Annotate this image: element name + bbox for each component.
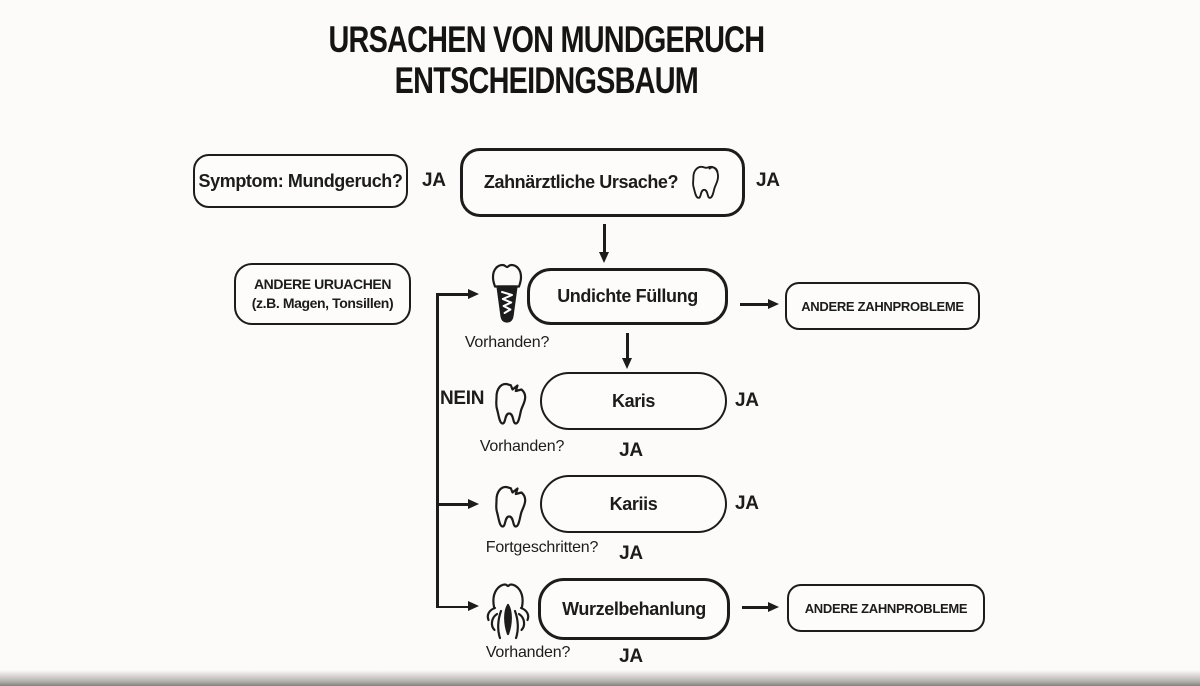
tooth-roots-icon <box>484 581 532 643</box>
edge-label-ja-7: JA <box>619 646 643 667</box>
edge-label-ja-1: JA <box>422 170 446 191</box>
dental-implant-icon <box>486 262 528 324</box>
branch-arrow-middle-head <box>468 499 479 509</box>
node-other-causes-line2: (z.B. Magen, Tonsillen) <box>251 295 394 311</box>
branch-arrow-bottom-head <box>468 601 479 611</box>
arrow-filling-to-caries-head <box>622 358 632 369</box>
title-line-2: ENTSCHEIDNGSBAUM <box>394 59 698 101</box>
edge-label-ja-5: JA <box>735 493 759 514</box>
arrow-filling-to-caries-line <box>626 333 629 358</box>
node-dental-cause: Zahnärztliche Ursache? <box>460 148 745 217</box>
node-other-causes: ANDERE URUACHEN (z.B. Magen, Tonsillen) <box>234 263 411 325</box>
branch-arrow-bottom-line <box>436 605 468 608</box>
node-other-dental-problems-top-label: ANDERE ZAHNPROBLEME <box>801 298 964 314</box>
page-title: URSACHEN VON MUNDGERUCH ENTSCHEIDNGSBAUM <box>0 19 1092 101</box>
question-fortgeschritten: Fortgeschritten? <box>485 539 599 556</box>
edge-label-ja-6: JA <box>619 543 643 564</box>
node-other-dental-problems-top: ANDERE ZAHNPROBLEME <box>785 282 980 330</box>
node-symptom-label: Symptom: Mundgeruch? <box>198 170 403 191</box>
edge-label-ja-3: JA <box>735 390 759 411</box>
bottom-shadow <box>0 670 1200 686</box>
arrow-dental-to-filling-head <box>599 252 609 263</box>
node-root-canal: Wurzelbehanlung <box>538 578 730 640</box>
tooth-icon <box>687 163 721 203</box>
branch-vertical-line <box>436 293 439 608</box>
node-other-dental-problems-bottom-label: ANDERE ZAHNPROBLEME <box>804 600 968 616</box>
edge-label-ja-4: JA <box>619 440 643 461</box>
node-leaky-filling: Undichte Füllung <box>527 268 728 325</box>
question-vorhanden-2: Vorhanden? <box>479 438 565 455</box>
node-other-dental-problems-bottom: ANDERE ZAHNPROBLEME <box>787 584 985 632</box>
node-other-causes-line1: ANDERE URUACHEN <box>253 276 392 293</box>
arrow-dental-to-filling-line <box>603 224 606 252</box>
edge-label-nein: NEIN <box>440 388 485 409</box>
branch-arrow-top-line <box>436 293 468 296</box>
node-symptom: Symptom: Mundgeruch? <box>193 154 408 208</box>
node-dental-cause-label: Zahnärztliche Ursache? <box>483 172 679 192</box>
question-vorhanden-3: Vorhanden? <box>485 644 571 661</box>
node-caries-advanced-label: Kariis <box>609 493 658 514</box>
arrow-filling-to-problems-head <box>768 299 779 309</box>
arrow-filling-to-problems-line <box>740 303 768 306</box>
title-line-1: URSACHEN VON MUNDGERUCH <box>328 19 765 60</box>
cracked-tooth-icon <box>489 380 529 428</box>
node-caries-advanced: Kariis <box>540 475 727 533</box>
node-caries: Karis <box>540 372 727 430</box>
edge-label-ja-2: JA <box>756 170 780 191</box>
branch-arrow-top-head <box>468 289 479 299</box>
node-root-canal-label: Wurzelbehanlung <box>562 598 706 619</box>
node-caries-label: Karis <box>611 390 656 411</box>
branch-arrow-middle-line <box>436 503 468 506</box>
arrow-rootcanal-to-problems-head <box>768 602 779 612</box>
arrow-rootcanal-to-problems-line <box>742 606 768 609</box>
node-leaky-filling-label: Undichte Füllung <box>557 286 698 306</box>
question-vorhanden-1: Vorhanden? <box>464 334 550 351</box>
cracked-tooth-icon <box>489 483 529 531</box>
